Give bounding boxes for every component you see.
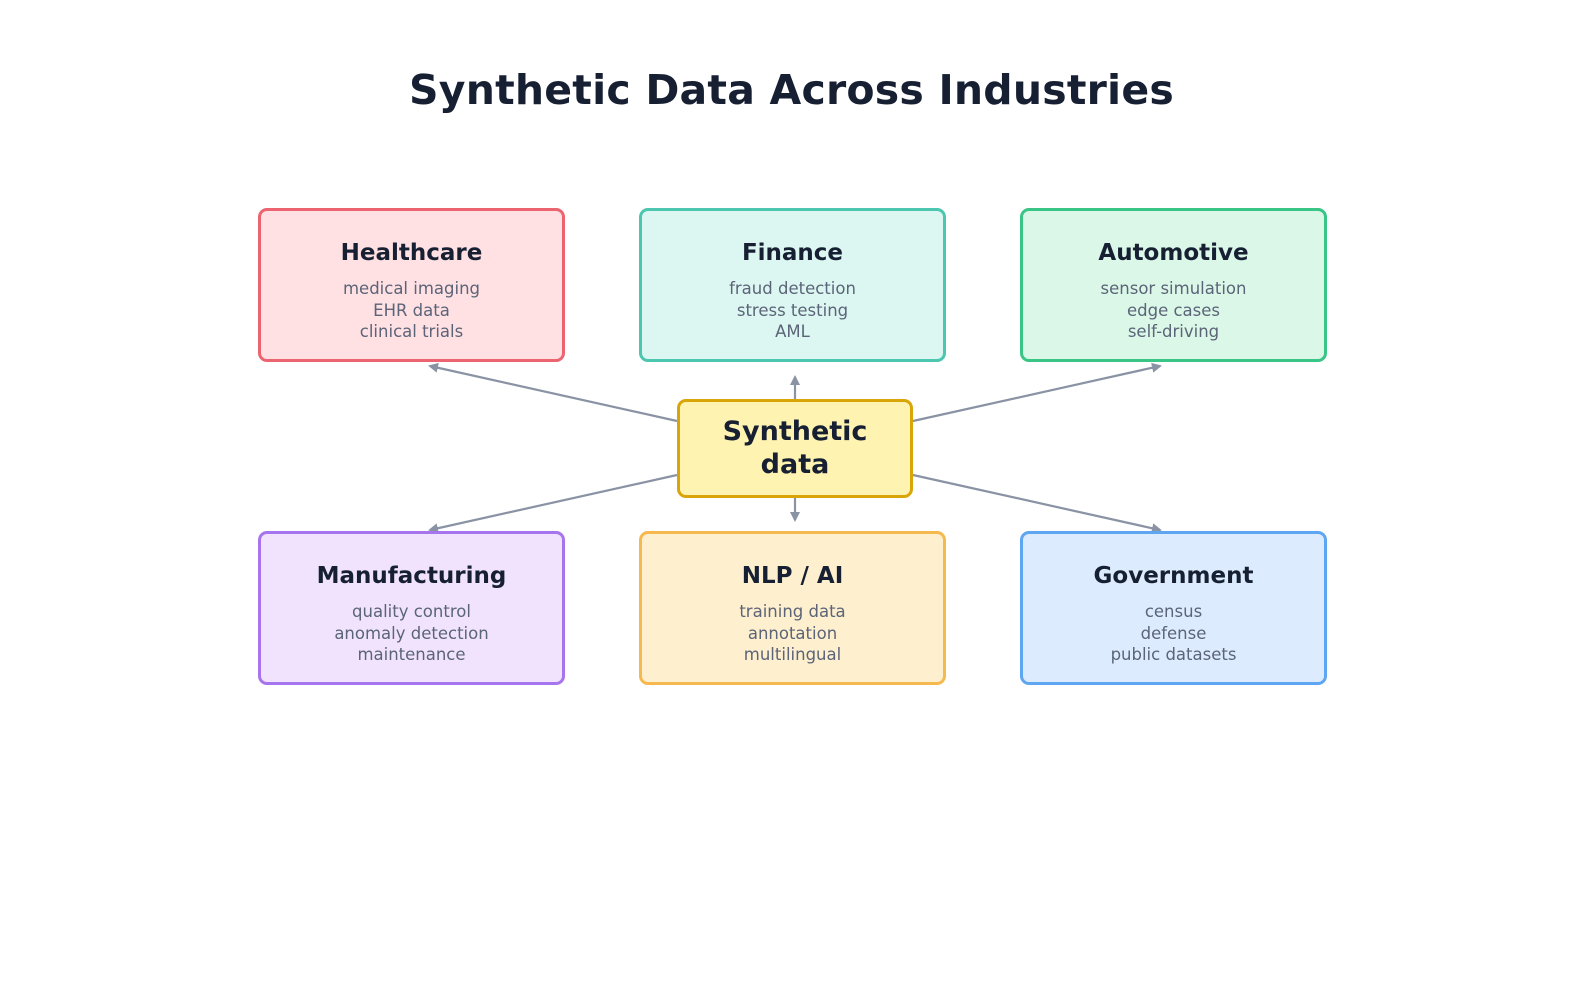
use-case: self-driving xyxy=(1127,322,1220,341)
use-case: stress testing xyxy=(736,300,849,320)
arrow-to-automotive xyxy=(912,362,1162,423)
use-case: public datasets xyxy=(1110,645,1237,664)
use-case: sensor simulation xyxy=(1100,279,1247,298)
industry-use-cases: quality control anomaly detection mainte… xyxy=(261,601,562,666)
industry-name: Automotive xyxy=(1098,240,1249,266)
arrow-to-healthcare xyxy=(428,362,678,423)
industry-use-cases: medical imaging EHR data clinical trials xyxy=(261,278,562,343)
arrow-to-manufacturing xyxy=(428,473,678,534)
use-case: defense xyxy=(1140,623,1207,643)
use-case: census xyxy=(1144,602,1203,621)
industry-box-government: Government census defense public dataset… xyxy=(1020,531,1327,685)
use-case: multilingual xyxy=(743,645,842,664)
diagram-title: Synthetic Data Across Industries xyxy=(409,66,1174,114)
use-case: EHR data xyxy=(373,300,450,320)
use-case: anomaly detection xyxy=(334,623,489,643)
use-case: maintenance xyxy=(357,645,466,664)
industry-name: Manufacturing xyxy=(316,563,507,589)
industry-name: Government xyxy=(1093,563,1254,589)
use-case: fraud detection xyxy=(729,279,856,298)
use-case: annotation xyxy=(747,623,838,643)
industry-use-cases: training data annotation multilingual xyxy=(642,601,943,666)
hub-label-line2: data xyxy=(760,449,830,480)
use-case: medical imaging xyxy=(342,279,481,298)
industry-box-healthcare: Healthcare medical imaging EHR data clin… xyxy=(258,208,565,362)
use-case: clinical trials xyxy=(359,322,464,341)
industry-name: Finance xyxy=(741,240,844,266)
industry-name: NLP / AI xyxy=(741,563,844,589)
industry-use-cases: fraud detection stress testing AML xyxy=(642,278,943,343)
synthetic-data-hub: Synthetic data xyxy=(677,399,913,498)
hub-label-line1: Synthetic xyxy=(722,416,868,447)
industry-use-cases: census defense public datasets xyxy=(1023,601,1324,666)
industry-box-manufacturing: Manufacturing quality control anomaly de… xyxy=(258,531,565,685)
arrow-to-government xyxy=(912,473,1162,534)
use-case: quality control xyxy=(352,602,471,621)
use-case: training data xyxy=(739,602,846,621)
industry-box-nlp-ai: NLP / AI training data annotation multil… xyxy=(639,531,946,685)
use-case: edge cases xyxy=(1126,300,1221,320)
use-case: AML xyxy=(775,322,810,341)
industry-name: Healthcare xyxy=(340,240,483,266)
industry-box-finance: Finance fraud detection stress testing A… xyxy=(639,208,946,362)
industry-box-automotive: Automotive sensor simulation edge cases … xyxy=(1020,208,1327,362)
industry-use-cases: sensor simulation edge cases self-drivin… xyxy=(1023,278,1324,343)
